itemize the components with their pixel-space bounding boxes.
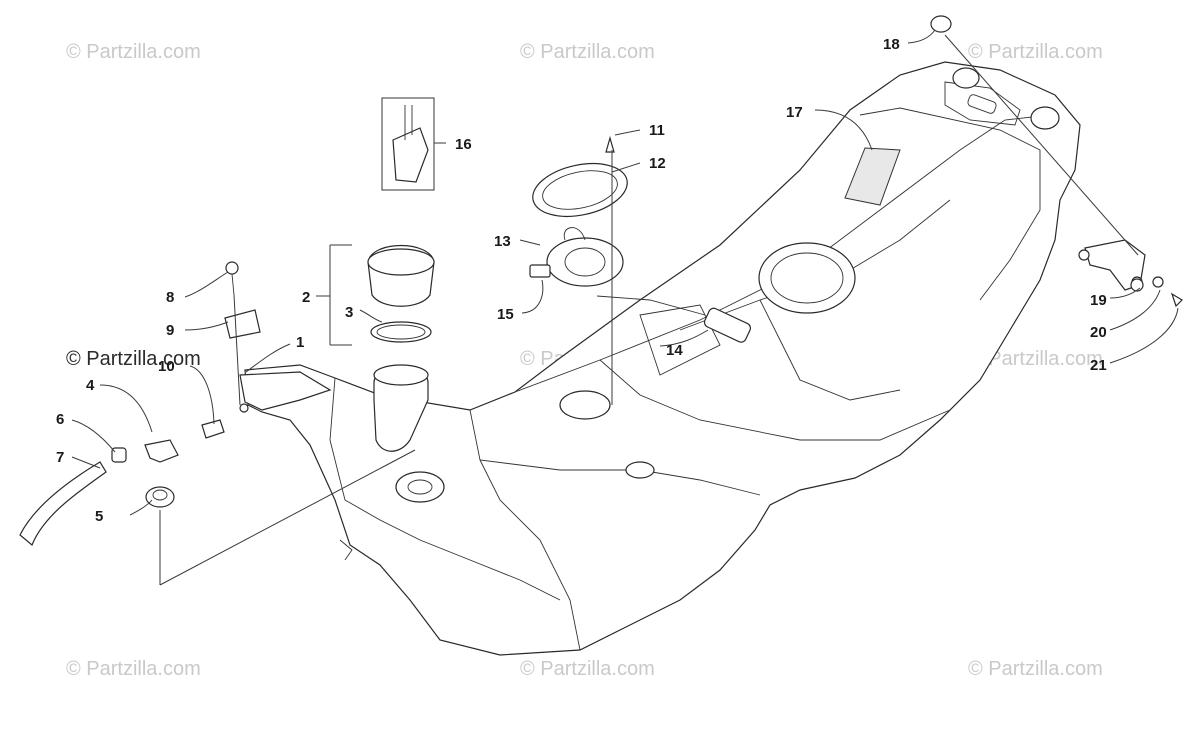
callout-11: 11 [649, 122, 665, 139]
watermarks: © Partzilla.com © Partzilla.com © Partzi… [66, 41, 1103, 680]
callout-16: 16 [455, 136, 472, 153]
watermark: © Partzilla.com [968, 348, 1103, 370]
fuel-pump [529, 135, 628, 287]
callout-7: 7 [56, 449, 64, 466]
callout-5: 5 [95, 508, 103, 525]
callout-9: 9 [166, 322, 174, 339]
leader-lines [71, 29, 1179, 586]
watermark: © Partzilla.com [968, 658, 1103, 680]
watermark: © Partzilla.com [520, 658, 655, 680]
callout-12: 12 [649, 155, 666, 172]
callout-13: 13 [494, 233, 511, 250]
callout-18: 18 [883, 36, 900, 53]
callout-3: 3 [345, 304, 353, 321]
callout-17: 17 [786, 104, 803, 121]
filler-assembly [367, 245, 435, 452]
callout-19: 19 [1090, 292, 1107, 309]
callout-4: 4 [86, 377, 95, 394]
callout-1: 1 [296, 334, 304, 351]
callout-14: 14 [666, 342, 683, 359]
small-parts [19, 15, 1183, 546]
watermark: © Partzilla.com [520, 41, 655, 63]
callout-6: 6 [56, 411, 64, 428]
callout-20: 20 [1090, 324, 1107, 341]
watermark: © Partzilla.com [66, 348, 201, 370]
callout-10: 10 [158, 358, 175, 375]
watermark: © Partzilla.com [968, 41, 1103, 63]
callouts: 1 2 3 4 5 6 7 8 9 10 11 12 13 14 15 16 1… [56, 36, 1107, 525]
callout-2: 2 [302, 289, 310, 306]
watermark: © Partzilla.com [66, 658, 201, 680]
watermark: © Partzilla.com [66, 41, 201, 63]
inset-part-16 [381, 97, 435, 191]
callout-15: 15 [497, 306, 514, 323]
callout-8: 8 [166, 289, 174, 306]
fuel-tank [239, 61, 1146, 656]
callout-21: 21 [1090, 357, 1107, 374]
